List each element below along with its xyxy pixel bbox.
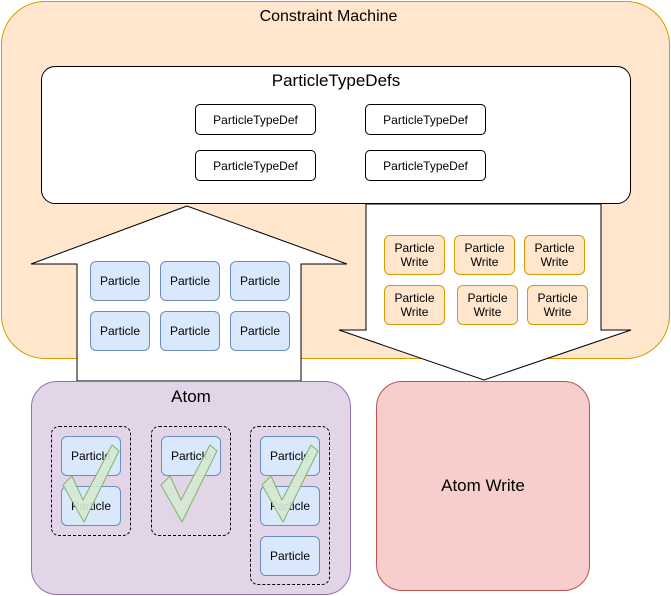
particle-group [51, 426, 131, 536]
particle-box: Particle [90, 311, 150, 351]
particle-box: Particle [230, 311, 290, 351]
check-icon [62, 444, 120, 523]
particle-write-label: Particle Write [464, 241, 505, 269]
particle-write-box: Particle Write [384, 235, 445, 275]
particle-type-def: ParticleTypeDef [365, 150, 486, 181]
particle-write-box: Particle Write [457, 285, 518, 325]
particle-group [250, 426, 330, 585]
check-icon [160, 444, 218, 523]
particle-box: Particle [61, 436, 121, 476]
particle-box: Particle [160, 311, 220, 351]
constraint-machine-title: Constraint Machine [259, 8, 398, 25]
atom-title: Atom [171, 387, 211, 406]
particle-write-label: Particle Write [394, 291, 435, 319]
particle-write-box: Particle Write [384, 285, 445, 325]
atom-write-box: Atom Write [376, 381, 590, 591]
particle-box: Particle [260, 536, 320, 576]
particle-box: Particle [90, 261, 150, 301]
particle-type-defs-container [41, 66, 631, 204]
check-icon [261, 444, 319, 523]
particle-type-def: ParticleTypeDef [365, 104, 486, 135]
particle-write-box: Particle Write [524, 235, 585, 275]
particle-type-def: ParticleTypeDef [195, 150, 316, 181]
particle-box: Particle [230, 261, 290, 301]
particle-write-box: Particle Write [527, 285, 588, 325]
particle-write-label: Particle Write [394, 241, 435, 269]
particle-write-label: Particle Write [537, 291, 578, 319]
particle-type-def: ParticleTypeDef [195, 104, 316, 135]
particle-write-label: Particle Write [534, 241, 575, 269]
particle-write-label: Particle Write [467, 291, 508, 319]
atom-write-title: Atom Write [441, 476, 525, 495]
particle-write-box: Particle Write [454, 235, 515, 275]
particle-group [151, 426, 231, 536]
particle-box: Particle [160, 261, 220, 301]
particle-type-defs-title: ParticleTypeDefs [271, 71, 401, 90]
